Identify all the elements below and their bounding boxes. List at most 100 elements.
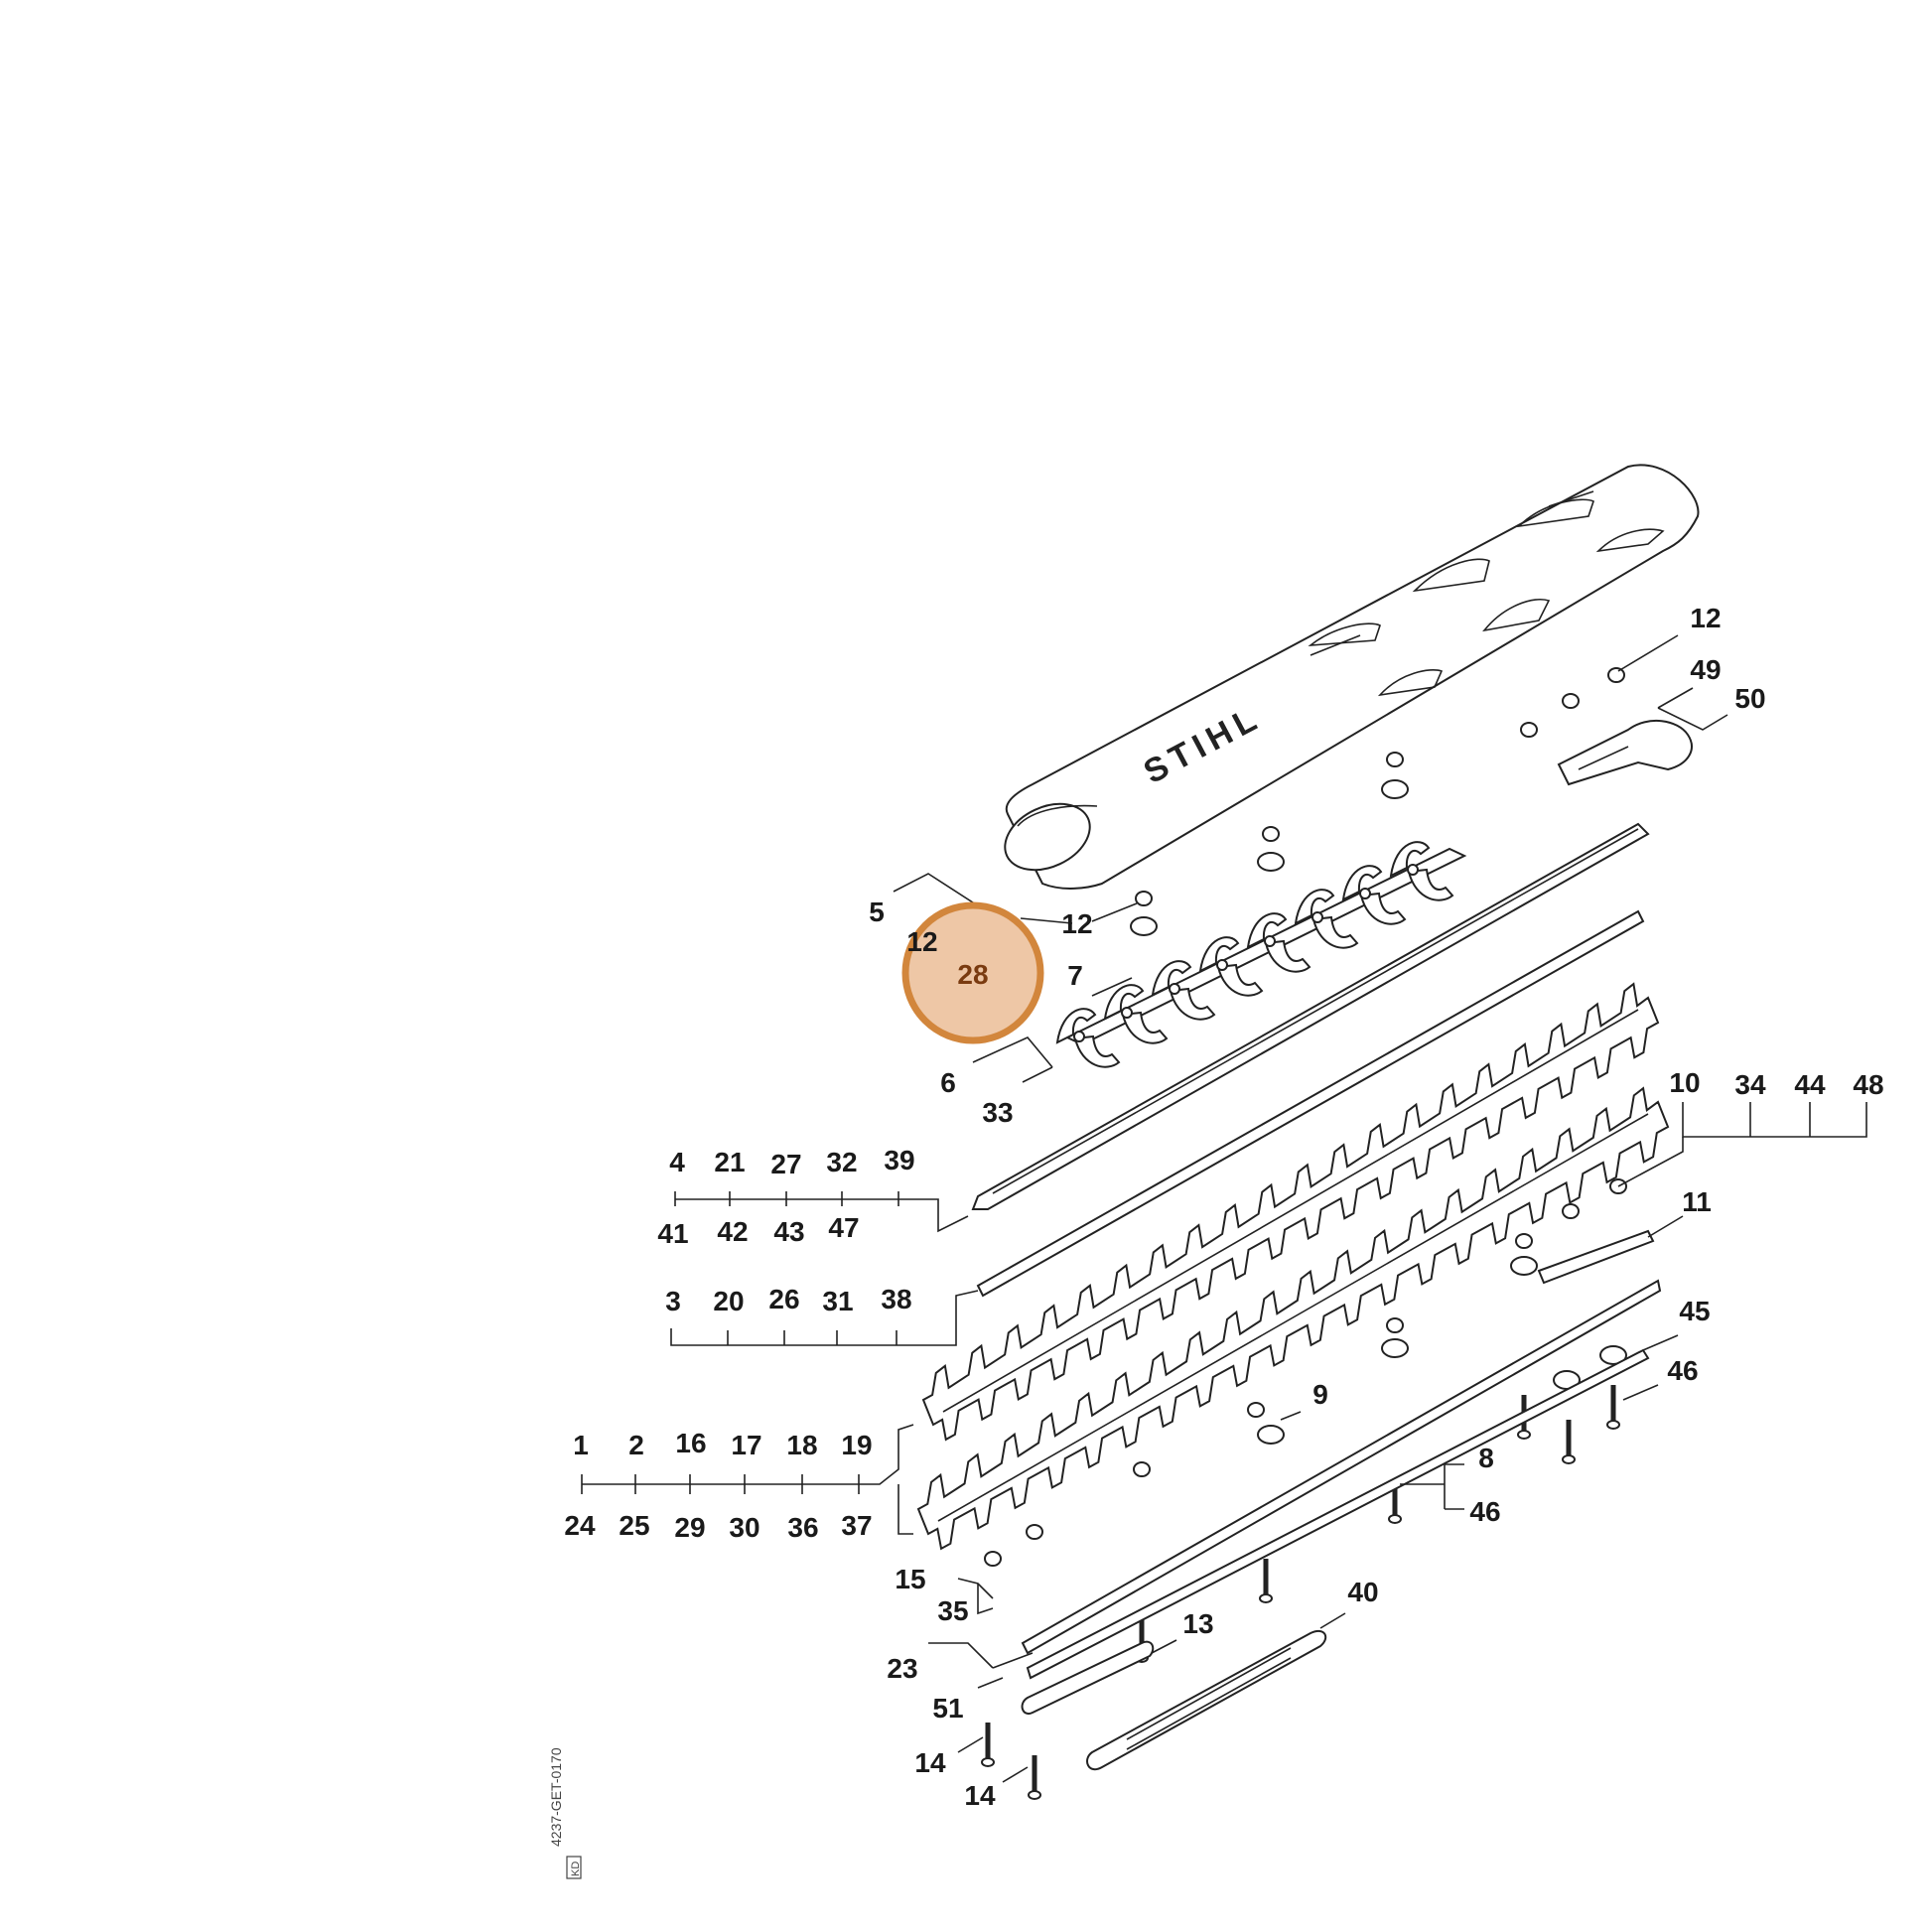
part-label-50[interactable]: 50: [1734, 683, 1765, 714]
part-label-49[interactable]: 49: [1690, 654, 1721, 685]
cutter-tooth: [1216, 963, 1264, 997]
part-labels: 12 49 50 5 12 12 7 6 33 10 34 44 48 4 21…: [564, 603, 1883, 1811]
screw-head: [1517, 1430, 1531, 1440]
part-label-15[interactable]: 15: [895, 1564, 925, 1594]
leader-lines: [581, 634, 1867, 1783]
part-label-23[interactable]: 23: [887, 1653, 917, 1684]
part-label-43[interactable]: 43: [773, 1216, 804, 1247]
part-label-39[interactable]: 39: [884, 1145, 914, 1175]
cutter-tooth: [1169, 987, 1216, 1021]
part-label-6[interactable]: 6: [940, 1067, 956, 1098]
cutter-rivet: [1121, 1007, 1133, 1019]
part-label-25[interactable]: 25: [619, 1510, 649, 1541]
part-label-21[interactable]: 21: [714, 1147, 745, 1177]
nut: [1562, 1203, 1580, 1219]
part-label-36[interactable]: 36: [787, 1512, 818, 1543]
cutter-tooth: [1294, 889, 1335, 925]
nut: [1026, 1524, 1043, 1540]
washer: [1510, 1256, 1538, 1276]
part-label-4[interactable]: 4: [669, 1147, 685, 1177]
part-label-11[interactable]: 11: [1682, 1186, 1712, 1217]
part-label-37[interactable]: 37: [841, 1510, 872, 1541]
cutter-rivet: [1407, 864, 1419, 876]
part-label-47[interactable]: 47: [828, 1212, 859, 1243]
part-label-12[interactable]: 12: [906, 926, 937, 957]
part-label-2[interactable]: 2: [628, 1430, 644, 1460]
part-label-24[interactable]: 24: [564, 1510, 596, 1541]
washer: [1257, 1425, 1285, 1445]
part-label-45[interactable]: 45: [1679, 1296, 1710, 1326]
highlight-marker[interactable]: 28: [901, 901, 1044, 1044]
nut: [1386, 1317, 1404, 1333]
part-label-12[interactable]: 12: [1061, 908, 1092, 939]
part-label-51[interactable]: 51: [932, 1693, 963, 1724]
screw-head: [1606, 1420, 1620, 1430]
part-label-31[interactable]: 31: [822, 1286, 853, 1316]
part-label-13[interactable]: 13: [1182, 1608, 1213, 1639]
part-label-1[interactable]: 1: [573, 1430, 589, 1460]
part-label-26[interactable]: 26: [768, 1284, 799, 1314]
highlight-label: 28: [957, 959, 988, 990]
part-label-14[interactable]: 14: [964, 1780, 996, 1811]
part-label-5[interactable]: 5: [869, 897, 885, 927]
part-label-14[interactable]: 14: [914, 1747, 946, 1778]
part-label-10[interactable]: 10: [1669, 1067, 1700, 1098]
part-label-42[interactable]: 42: [717, 1216, 748, 1247]
cutter-tooth: [1121, 1011, 1169, 1044]
part-label-17[interactable]: 17: [731, 1430, 761, 1460]
nut: [1135, 891, 1153, 906]
washer: [1599, 1345, 1627, 1365]
cutter-rivet: [1073, 1031, 1085, 1042]
part-label-16[interactable]: 16: [675, 1428, 706, 1458]
part-label-8[interactable]: 8: [1478, 1443, 1494, 1473]
cutter-tooth: [1311, 915, 1359, 949]
part-label-40[interactable]: 40: [1347, 1577, 1378, 1607]
part-label-44[interactable]: 44: [1794, 1069, 1826, 1100]
lower-blade: [916, 1086, 1670, 1551]
part-label-41[interactable]: 41: [657, 1218, 688, 1249]
part-label-9[interactable]: 9: [1312, 1379, 1328, 1410]
part-label-48[interactable]: 48: [1853, 1069, 1883, 1100]
washer: [1381, 779, 1409, 799]
part-label-34[interactable]: 34: [1734, 1069, 1766, 1100]
part-label-46[interactable]: 46: [1667, 1355, 1698, 1386]
part-label-7[interactable]: 7: [1067, 960, 1083, 991]
nut: [1262, 826, 1280, 842]
cutter-tooth: [1341, 865, 1383, 901]
blade-scabbard: STIHL: [1004, 464, 1700, 890]
upper-blade-slot: [942, 1009, 1639, 1413]
cutter-tooth: [1389, 841, 1431, 878]
part-label-33[interactable]: 33: [982, 1097, 1013, 1128]
part-label-18[interactable]: 18: [786, 1430, 817, 1460]
cutter-tooth: [1264, 939, 1311, 973]
cutter-rivet: [1216, 959, 1228, 971]
cutter-rivet: [1169, 983, 1180, 995]
screw-head: [981, 1757, 995, 1767]
doc-id-text: 4237-GET-0170: [548, 1747, 564, 1847]
cutter-tooth: [1407, 868, 1454, 901]
part-label-3[interactable]: 3: [665, 1286, 681, 1316]
nut: [1520, 722, 1538, 738]
nut: [984, 1551, 1002, 1567]
screw-head: [1388, 1514, 1402, 1524]
part-label-30[interactable]: 30: [729, 1512, 759, 1543]
part-label-20[interactable]: 20: [713, 1286, 744, 1316]
part-label-38[interactable]: 38: [881, 1284, 911, 1314]
nut: [1607, 667, 1625, 683]
part-label-29[interactable]: 29: [674, 1512, 705, 1543]
washer: [1257, 852, 1285, 872]
part-label-46[interactable]: 46: [1469, 1496, 1500, 1527]
cutter-tooth: [1151, 960, 1192, 997]
part-label-32[interactable]: 32: [826, 1147, 857, 1177]
part-label-19[interactable]: 19: [841, 1430, 872, 1460]
cutter-tooth: [1055, 1008, 1097, 1044]
part-label-35[interactable]: 35: [937, 1595, 968, 1626]
nut: [1247, 1402, 1265, 1418]
hand-guard: [1557, 719, 1693, 786]
cutter-tooth: [1198, 936, 1240, 973]
part-label-27[interactable]: 27: [770, 1149, 801, 1179]
part-label-12[interactable]: 12: [1690, 603, 1721, 633]
cutter-tooth: [1246, 912, 1288, 949]
cutter-rivet: [1359, 888, 1371, 899]
